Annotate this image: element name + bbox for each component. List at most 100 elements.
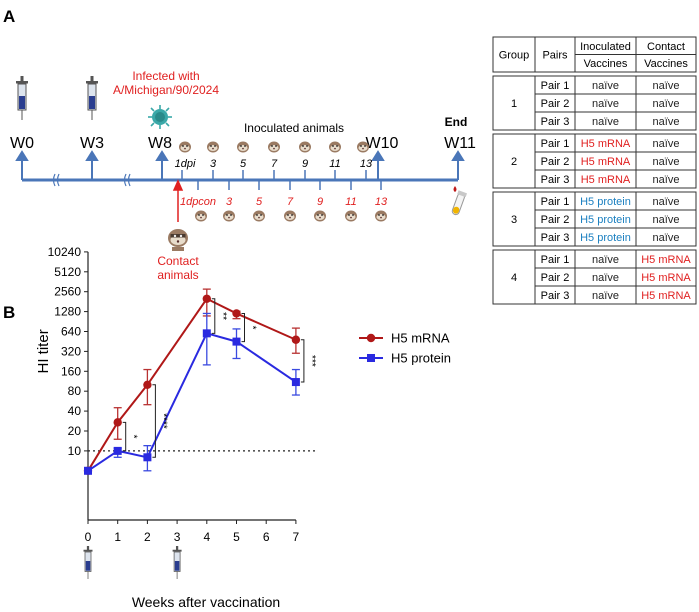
ferret-icon: [284, 210, 296, 222]
dpcon-label: 13: [375, 196, 388, 208]
y-tick-label: 1280: [54, 305, 81, 319]
table-group-box: [492, 191, 697, 247]
significance-bracket: [211, 298, 216, 334]
week-label-w10: W10: [366, 135, 399, 152]
x-tick-label: 1: [114, 530, 121, 544]
x-tick-label: 2: [144, 530, 151, 544]
data-point: [232, 337, 241, 346]
ferret-icon: [253, 210, 265, 222]
table-header-inoculated-sub: Vaccines: [584, 58, 628, 70]
series-line: [87, 332, 297, 472]
table-cell-pair: Pair 1: [541, 138, 570, 150]
blood-tube-icon: [451, 190, 468, 216]
infection-note-line1: Infected with: [132, 69, 199, 83]
ferret-icon: [179, 141, 191, 153]
table-cell-pair: Pair 2: [541, 214, 570, 226]
panel-a-label: A: [3, 7, 15, 26]
table-cell-pair: Pair 2: [541, 272, 570, 284]
table-cell-inoculated: H5 mRNA: [581, 138, 631, 150]
dpi-ticks: [181, 170, 382, 190]
y-tick-label: 640: [61, 324, 81, 338]
ferret-icon: [268, 141, 280, 153]
ferret-icon: [195, 210, 207, 222]
table-cell-inoculated: H5 protein: [580, 214, 631, 226]
significance-label: *: [247, 326, 258, 330]
legend-label: H5 protein: [391, 351, 451, 366]
legend-label: H5 mRNA: [391, 331, 450, 346]
y-axis-label: HI titer: [35, 329, 52, 373]
contact-ferret-icon: [168, 229, 188, 251]
significance-bracket: [241, 312, 245, 343]
table-header-inoculated: Inoculated: [580, 41, 631, 53]
panel-b-label: B: [3, 303, 15, 322]
table-cell-contact: H5 mRNA: [641, 272, 691, 284]
data-point: [291, 378, 300, 387]
ferret-icon: [207, 141, 219, 153]
data-point: [202, 329, 211, 338]
y-tick-label: 5120: [54, 265, 81, 279]
dpi-labels: 1dpi 3 5 7 9 11 13: [175, 158, 373, 170]
dpcon-label: 1dpcon: [180, 196, 216, 208]
table-cell-pair: Pair 2: [541, 156, 570, 168]
dpi-label: 7: [271, 158, 278, 170]
significance-label: **: [217, 312, 228, 320]
contact-label-line2: animals: [157, 268, 198, 282]
table-group-number: 3: [511, 214, 517, 226]
data-point: [113, 446, 122, 455]
table-group-box: [492, 249, 697, 305]
table-cell-inoculated: naïve: [592, 272, 619, 284]
significance-label: ****: [157, 413, 168, 429]
contact-ferrets: [195, 210, 387, 222]
virus-icon: [148, 105, 172, 129]
table-cell-pair: Pair 3: [541, 116, 570, 128]
table-cell-inoculated: naïve: [592, 254, 619, 266]
legend-marker: [366, 333, 376, 343]
dpi-label: 13: [360, 158, 373, 170]
ferret-icon: [345, 210, 357, 222]
significance-label: *: [128, 435, 139, 439]
table-group-number: 4: [511, 272, 517, 284]
week-arrows: [15, 150, 465, 180]
table-cell-contact: H5 mRNA: [641, 290, 691, 302]
table-cell-contact: naïve: [653, 138, 680, 150]
syringe-icon: [83, 545, 93, 580]
dpcon-label: 7: [287, 196, 294, 208]
table-cell-inoculated: naïve: [592, 290, 619, 302]
table-cell-inoculated: naïve: [592, 116, 619, 128]
legend-marker: [367, 354, 375, 362]
dpi-label: 5: [240, 158, 247, 170]
dpi-label: 3: [210, 158, 217, 170]
y-tick-label: 40: [68, 404, 82, 418]
table-cell-inoculated: H5 protein: [580, 232, 631, 244]
data-point: [232, 309, 241, 318]
table-group-box: [492, 75, 697, 131]
end-label: End: [445, 115, 468, 129]
data-point: [202, 294, 211, 303]
table-header-group: Group: [499, 50, 530, 62]
data-point: [84, 466, 92, 475]
table-header-pairs: Pairs: [542, 50, 568, 62]
table-cell-pair: Pair 1: [541, 80, 570, 92]
table-cell-pair: Pair 3: [541, 232, 570, 244]
ferret-icon: [329, 141, 341, 153]
table-cell-pair: Pair 1: [541, 196, 570, 208]
data-point: [291, 335, 301, 344]
week-label-w0: W0: [10, 135, 34, 152]
table-cell-pair: Pair 3: [541, 174, 570, 186]
y-tick-label: 10240: [48, 245, 82, 259]
dpi-label: 11: [329, 158, 340, 170]
dpcon-label: 5: [256, 196, 263, 208]
table-cell-inoculated: H5 mRNA: [581, 174, 631, 186]
table-cell-inoculated: naïve: [592, 80, 619, 92]
y-tick-label: 20: [68, 424, 82, 438]
data-point: [143, 380, 152, 389]
table-cell-pair: Pair 3: [541, 290, 570, 302]
table-cell-pair: Pair 2: [541, 98, 570, 110]
significance-bracket: [152, 384, 156, 458]
timeline-breaks: [52, 173, 131, 187]
timeline: [15, 150, 465, 222]
x-axis-label: Weeks after vaccination: [132, 594, 280, 610]
table-group-number: 2: [511, 156, 517, 168]
